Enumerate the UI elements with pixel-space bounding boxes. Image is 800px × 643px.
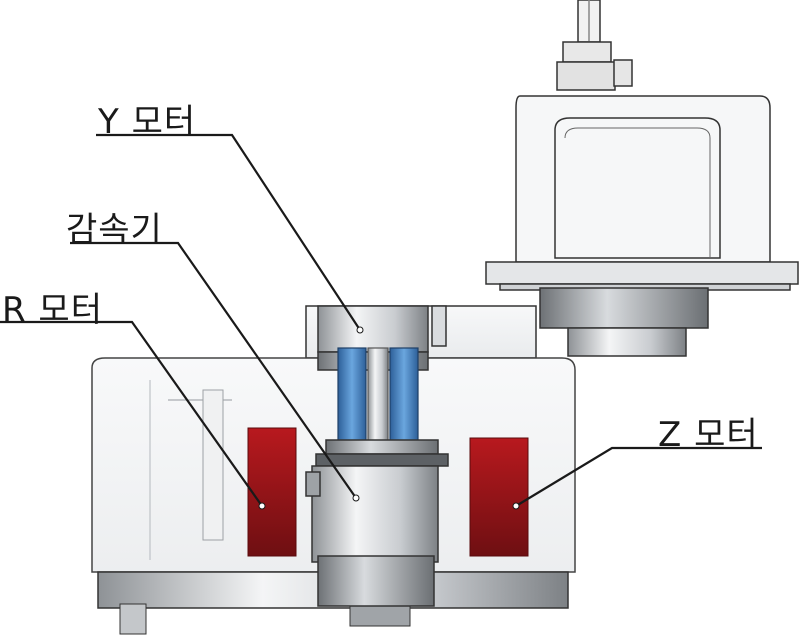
z-motor-leader	[515, 446, 762, 507]
reducer-housing	[315, 439, 449, 467]
label-z-motor: Z 모터	[658, 415, 759, 455]
z-motor-block	[469, 437, 529, 557]
reducer-leader	[70, 241, 357, 499]
reducer-blue-parts	[337, 347, 419, 443]
label-r-motor: R 모터	[2, 290, 103, 330]
arm-cover	[485, 0, 799, 291]
leader-lines	[0, 133, 762, 507]
label-reducer: 감속기	[66, 210, 163, 250]
lower-drive	[305, 465, 439, 607]
y-motor-leader	[96, 133, 361, 331]
leader-dots	[258, 326, 520, 510]
label-y-motor: Y 모터	[98, 102, 197, 142]
r-motor-leader	[0, 320, 263, 507]
r-motor-block	[247, 427, 297, 557]
